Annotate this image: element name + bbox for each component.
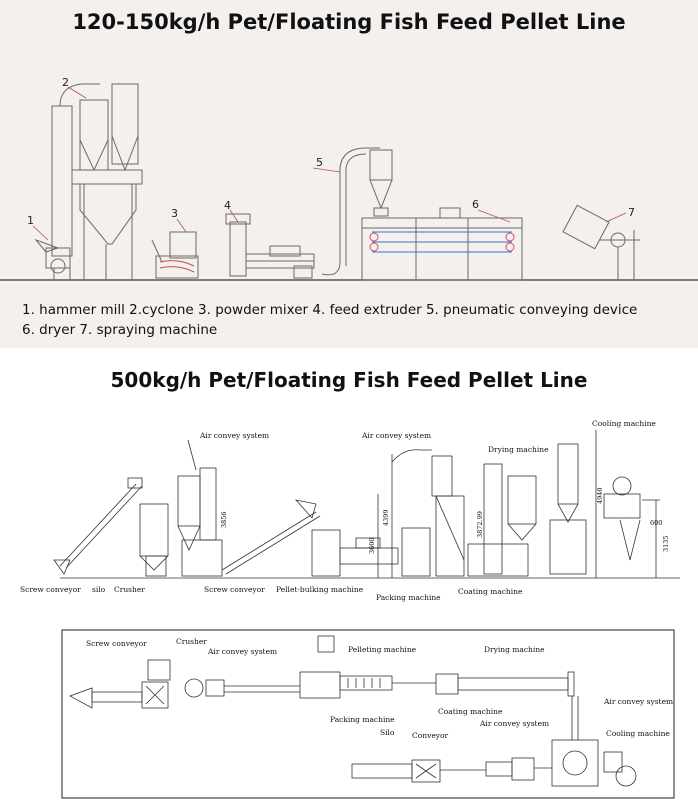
dryer-drawing	[361, 207, 523, 281]
silo-drawing	[139, 503, 169, 557]
callout-7: 7	[628, 206, 635, 219]
cooling-cyclone-drawing	[557, 443, 579, 505]
label-air-convey-1: Air convey system	[199, 431, 269, 440]
callout-4: 4	[224, 199, 231, 212]
label-coating-machine: Coating machine	[458, 587, 523, 596]
dim-3600: 3600	[368, 537, 376, 554]
dim-3135: 3135	[662, 535, 670, 552]
callout-3: 3	[171, 207, 178, 220]
plan-label-crusher: Crusher	[176, 637, 207, 646]
plan-label-coating: Coating machine	[438, 707, 503, 716]
pellet-bulking-machine-drawing	[311, 529, 341, 577]
callout-5: 5	[316, 156, 323, 169]
dim-3856: 3856	[220, 511, 228, 528]
label-screw-conveyor-2: Screw conveyor	[204, 585, 265, 594]
top-title: 120-150kg/h Pet/Floating Fish Feed Pelle…	[72, 10, 626, 34]
cyclone-tower-drawing	[51, 83, 143, 280]
feed-extruder-drawing	[225, 213, 315, 279]
label-pellet-bulking: Pellet-bulking machine	[276, 585, 364, 594]
cooling-machine-drawing	[549, 519, 587, 575]
plan-label-silo: Silo	[380, 728, 395, 737]
dim-4940: 4940	[596, 487, 604, 504]
crusher-drawing	[145, 555, 167, 577]
plan-label-conveyor: Conveyor	[412, 731, 449, 740]
label-cooling-machine: Cooling machine	[592, 419, 656, 428]
label-drying-machine: Drying machine	[488, 445, 549, 454]
top-legend-line-1: 1. hammer mill 2.cyclone 3. powder mixer…	[22, 302, 638, 318]
plan-border	[61, 629, 675, 799]
plan-label-air-convey-1: Air convey system	[207, 647, 277, 656]
coating-machine-drawing	[467, 543, 529, 577]
label-crusher: Crusher	[114, 585, 145, 594]
label-silo: silo	[92, 585, 106, 594]
hammer-mill-drawing	[34, 238, 71, 280]
plan-label-pelleting: Pelleting machine	[348, 645, 417, 654]
pneumatic-conveyor-drawing	[321, 147, 393, 276]
label-packing-machine: Packing machine	[376, 593, 441, 602]
top-legend-line-2: 6. dryer 7. spraying machine	[22, 322, 218, 338]
plan-label-drying: Drying machine	[484, 645, 545, 654]
plan-label-packing: Packing machine	[330, 715, 395, 724]
drying-machine-drawing	[507, 475, 537, 525]
dim-600: 600	[650, 519, 662, 527]
plan-label-screw-conveyor: Screw conveyor	[86, 639, 147, 648]
label-air-convey-2: Air convey system	[361, 431, 431, 440]
spraying-machine-drawing	[562, 204, 640, 280]
callout-2: 2	[62, 76, 69, 89]
callout-1: 1	[27, 214, 34, 227]
screw-conveyor-2	[221, 511, 317, 571]
plan-label-air-convey-2: Air convey system	[603, 697, 673, 706]
plan-drawing	[69, 635, 637, 787]
elevation-drawing	[53, 430, 680, 579]
callout-6: 6	[472, 198, 479, 211]
top-panel	[0, 0, 698, 348]
plan-label-air-convey-3: Air convey system	[479, 719, 549, 728]
label-screw-conveyor-1: Screw conveyor	[20, 585, 81, 594]
dim-4399: 4399	[382, 509, 390, 526]
screw-conveyor-1	[59, 483, 137, 567]
bottom-title: 500kg/h Pet/Floating Fish Feed Pellet Li…	[110, 368, 588, 392]
plan-label-cooling: Cooling machine	[606, 729, 670, 738]
dim-3872-99: 3872.99	[476, 511, 484, 538]
powder-mixer-drawing	[151, 231, 199, 279]
packing-machine-drawing	[401, 527, 431, 577]
